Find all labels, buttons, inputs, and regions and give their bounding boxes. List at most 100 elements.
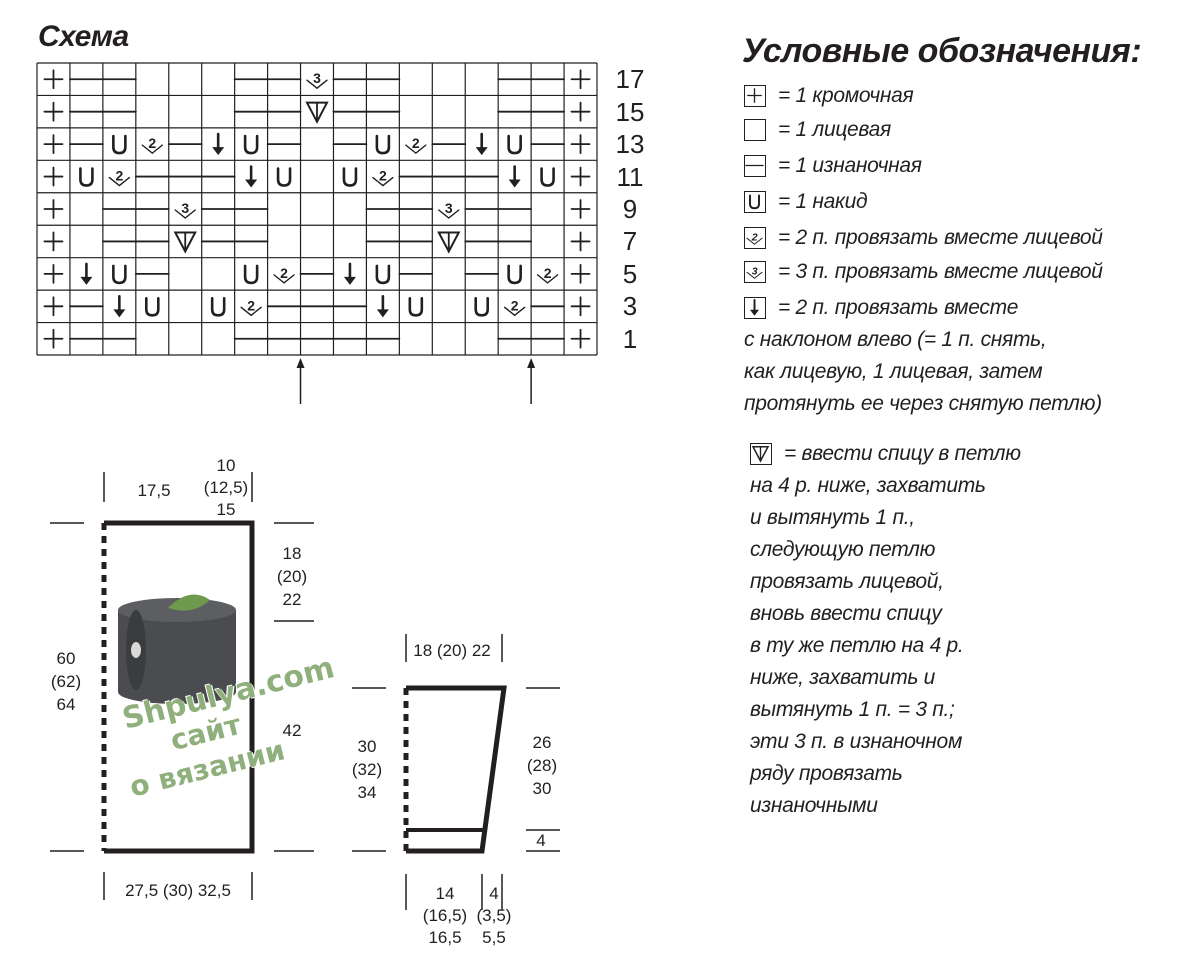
body-right-upper-dim-2: (20): [276, 567, 308, 586]
legend-text-line: = 2 п. провязать вместе лицевой: [778, 226, 1103, 249]
legend-text-line: провязать лицевой,: [750, 570, 944, 593]
svg-text:3: 3: [313, 70, 321, 86]
body-bottom-dim: 27,5 (30) 32,5: [125, 881, 231, 900]
legend-symbol-ssk-icon: [744, 297, 766, 319]
sleeve-left-dim-1: 30: [357, 737, 377, 756]
symbol-edge-icon: [570, 101, 591, 122]
sleeve-top-dim: 18 (20) 22: [413, 641, 491, 660]
symbol-edge-icon: [43, 199, 64, 219]
sleeve-left-dim-2: (32): [351, 760, 383, 779]
chart-row-number: 7: [622, 226, 638, 257]
body-left-dim-1: 60: [56, 649, 76, 668]
legend-symbol-yo-icon: [744, 191, 766, 213]
legend-item-k3tog: 3= 3 п. провязать вместе лицевой: [744, 256, 1103, 288]
symbol-edge-icon: [43, 134, 64, 155]
body-left-dim-2: (62): [50, 672, 82, 691]
chart-row-number: 1: [622, 323, 638, 354]
symbol-yo-icon: [276, 167, 292, 187]
symbol-yo-icon: [342, 167, 358, 187]
body-top-right-dim-3: 15: [216, 500, 236, 519]
symbol-yo-icon: [507, 134, 522, 155]
svg-text:2: 2: [280, 265, 288, 281]
symbol-edge-icon: [43, 166, 64, 187]
symbol-edge-icon: [43, 69, 64, 90]
symbol-yo-icon: [243, 134, 259, 155]
legend-text-line: = 1 накид: [778, 190, 868, 213]
symbol-yo-icon: [540, 167, 555, 187]
sleeve-bottom-left-dim-2: (16,5): [422, 906, 468, 925]
legend-text-line: эти 3 п. в изнаночном: [750, 730, 963, 753]
legend-text-line: ряду провязать: [750, 762, 903, 785]
symbol-k2tog-icon: 2: [141, 135, 163, 155]
body-top-right-dim-2: (12,5): [203, 478, 249, 497]
symbol-edge-icon: [570, 134, 591, 155]
chart-row-number: 9: [622, 194, 638, 224]
legend-text-line: следующую петлю: [750, 538, 936, 561]
svg-text:2: 2: [751, 232, 758, 244]
symbol-k2tog-icon: 2: [536, 265, 559, 284]
sleeve-right-dim-1: 26: [532, 733, 552, 752]
repeat-arrow-icon: [527, 358, 536, 404]
legend-text-line: вытянуть 1 п. = 3 п.;: [750, 698, 955, 721]
legend-text-line: протянуть ее через снятую петлю): [744, 392, 1102, 415]
symbol-k2tog-icon: 2: [746, 232, 763, 245]
legend-text-line: в ту же петлю на 4 р.: [750, 634, 964, 657]
symbol-edge-icon: [570, 328, 591, 349]
chart-row-number: 5: [622, 258, 638, 289]
symbol-yo-icon: [79, 167, 94, 187]
symbol-k2tog-icon: 2: [503, 297, 526, 317]
body-schematic: [50, 472, 314, 900]
legend-item-knit: = 1 лицевая: [744, 114, 891, 146]
symbol-yo-icon: [375, 134, 391, 155]
body-right-lower-dim: 42: [282, 721, 302, 740]
legend-text-line: = 1 изнаночная: [778, 154, 922, 177]
repeat-arrows: [296, 358, 536, 404]
symbol-k3tog-icon: 3: [438, 200, 460, 219]
repeat-arrow-icon: [296, 358, 305, 404]
symbol-edge-icon: [43, 263, 64, 284]
body-right-upper-dim-1: 18: [282, 544, 302, 563]
svg-text:2: 2: [379, 168, 387, 184]
legend-symbol-knit-icon: [744, 119, 766, 141]
symbol-edge-icon: [570, 199, 591, 219]
legend-text-line: изнаночными: [750, 794, 878, 817]
symbol-k2tog-icon: 2: [405, 135, 427, 155]
symbol-yo-icon: [243, 264, 259, 285]
svg-text:3: 3: [752, 266, 758, 278]
svg-text:2: 2: [412, 135, 420, 151]
symbol-edge-icon: [570, 166, 591, 187]
legend-text-line: = ввести спицу в петлю: [784, 442, 1021, 465]
symbol-k2tog-icon: 2: [372, 168, 394, 187]
symbol-edge-icon: [747, 88, 762, 103]
symbol-ssk-icon: [376, 295, 389, 318]
symbol-ssk-icon: [475, 132, 488, 156]
legend-title: Условные обозначения:: [742, 32, 1142, 70]
legend-text-line: с наклоном влево (= 1 п. снять,: [744, 328, 1047, 351]
legend-text-line: и вытянуть 1 п.,: [750, 506, 915, 529]
symbol-pull4-icon: [173, 231, 197, 254]
symbol-yo-icon: [507, 264, 522, 285]
legend-symbol-k2tog-icon: 2: [744, 227, 766, 249]
symbol-ssk-icon: [245, 165, 258, 188]
symbol-yo-icon: [112, 134, 127, 155]
chart-row-number: 11: [616, 161, 644, 192]
yarn-spool-icon: [118, 594, 236, 704]
svg-text:3: 3: [181, 200, 189, 216]
legend-text-line: как лицевую, 1 лицевая, затем: [744, 360, 1043, 383]
symbol-edge-icon: [43, 231, 64, 252]
body-top-left-dim: 17,5: [137, 481, 171, 500]
symbol-k2tog-icon: 2: [108, 168, 131, 187]
schema-title: Схема: [38, 20, 129, 53]
sleeve-left-dim-3: 34: [357, 783, 377, 802]
symbol-ssk-icon: [508, 165, 521, 188]
symbol-yo-icon: [112, 264, 127, 285]
symbol-ssk-icon: [212, 132, 225, 156]
symbol-edge-icon: [570, 263, 591, 284]
symbol-yo-icon: [210, 297, 226, 317]
symbol-ssk-icon: [113, 295, 126, 318]
body-top-right-dim-1: 10: [216, 456, 236, 475]
legend-text-line: ниже, захватить и: [750, 666, 936, 689]
sleeve-bottom-right-dim-3: 5,5: [482, 928, 506, 947]
